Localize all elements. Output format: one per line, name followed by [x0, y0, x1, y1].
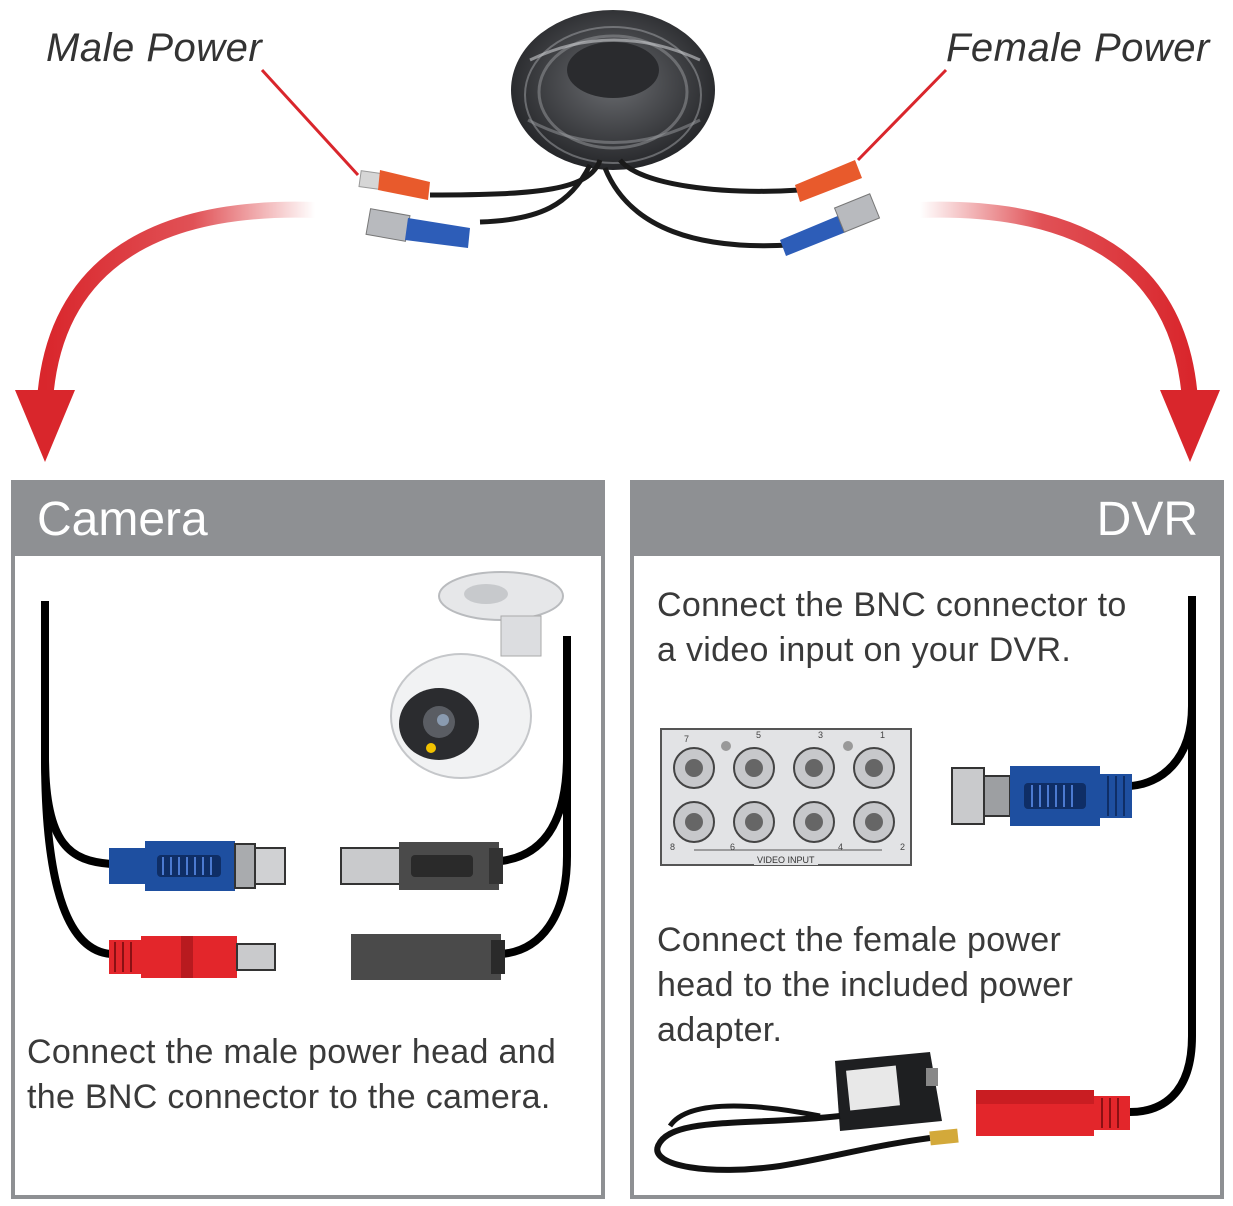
port-number-4: 4: [838, 842, 844, 852]
female-power-connector-icon: [795, 160, 862, 202]
port-number-8: 8: [670, 842, 676, 852]
video-input-label: VIDEO INPUT: [754, 855, 818, 865]
female-power-leader-line: [856, 68, 948, 162]
camera-bnc-receptacle-icon: [340, 842, 503, 890]
female-power-callout: Female Power: [946, 26, 1210, 70]
male-power-leader-line: [260, 68, 360, 177]
right-arrow-icon: [919, 201, 1220, 462]
dvr-panel-title: DVR: [634, 484, 1220, 556]
camera-wiring-diagram: [41, 571, 571, 980]
camera-panel-title: Camera: [15, 484, 601, 556]
cable-coil-icon: [511, 10, 715, 170]
dvr-port-bottom-row: [673, 801, 895, 843]
camera-instruction: Connect the male power head and the BNC …: [27, 1033, 557, 1116]
dvr-ports-drawing: [673, 741, 895, 851]
dvr-female-power-connector-icon: [976, 1090, 1130, 1136]
port-number-6: 6: [730, 842, 736, 852]
left-arrow-icon: [15, 201, 316, 462]
dvr-port-top-row: [673, 747, 895, 789]
port-number-7: 7: [684, 734, 690, 744]
camera-male-power-connector-icon: [109, 936, 276, 978]
port-number-2: 2: [900, 842, 906, 852]
camera-bnc-connector-icon: [109, 841, 286, 891]
dvr-bnc-ports-icon: 7 5 3 1 8 6 4 2 VIDEO INPUT: [660, 728, 912, 866]
female-bnc-connector-icon: [780, 193, 881, 256]
security-camera-icon: [390, 571, 564, 779]
dvr-bnc-connector-icon: [951, 766, 1132, 826]
dvr-wiring-diagram: [654, 596, 1196, 1173]
power-adapter-icon: [654, 1052, 959, 1173]
dvr-bnc-instruction: Connect the BNC connector to a video inp…: [657, 586, 1127, 669]
port-number-3: 3: [818, 730, 824, 740]
camera-power-receptacle-icon: [351, 934, 505, 980]
cable-overview-diagram: [15, 10, 1220, 462]
dvr-power-instruction: Connect the female power head to the inc…: [657, 921, 1074, 1049]
male-bnc-connector-icon: [365, 208, 470, 248]
male-power-callout: Male Power: [46, 26, 263, 70]
port-number-1: 1: [880, 730, 886, 740]
male-power-connector-icon: [358, 170, 430, 200]
port-number-5: 5: [756, 730, 762, 740]
